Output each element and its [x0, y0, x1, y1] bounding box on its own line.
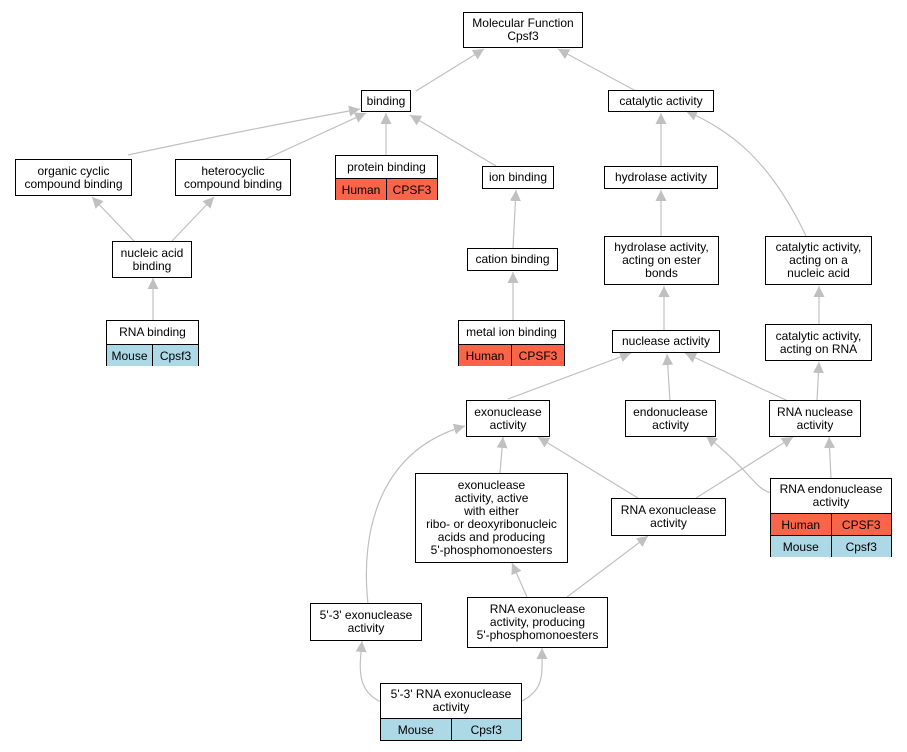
species-cell: Human	[771, 514, 831, 535]
gene-cell: CPSF3	[386, 179, 437, 200]
edge-rnaendo-rnanuclease	[824, 436, 836, 479]
node-endonuclease-activity: endonuclease activity	[625, 400, 716, 437]
gene-cell: CPSF3	[830, 514, 891, 535]
node-catalytic-activity-nucleic-acid: catalytic activity, acting on a nucleic …	[765, 236, 872, 285]
node-binding: binding	[361, 90, 411, 112]
node-label: RNA endonuclease activity	[779, 482, 883, 509]
node-metal-ion-binding: metal ion binding Human CPSF3	[458, 320, 565, 366]
node-cation-binding: cation binding	[467, 248, 558, 271]
node-hydrolase-activity: hydrolase activity	[604, 166, 718, 189]
gene-cell: CPSF3	[511, 345, 564, 366]
node-rna-exonuclease-activity: RNA exonuclease activity	[611, 498, 726, 536]
species-cell: Human	[336, 179, 386, 200]
node-catalytic-activity-rna: catalytic activity, acting on RNA	[765, 324, 872, 361]
annotation-row: Human CPSF3	[459, 344, 564, 366]
annotation-row: Mouse Cpsf3	[771, 535, 891, 557]
annotation-row: Mouse Cpsf3	[107, 344, 198, 366]
edge-catalytic-root	[557, 48, 637, 92]
species-cell: Human	[459, 345, 511, 366]
edge-binding-root	[415, 48, 485, 92]
edge-rnanuclease-nuclease	[684, 352, 789, 402]
edge-rnaexo53-producing	[519, 647, 548, 703]
edge-rnaexo-exonuclease	[537, 436, 639, 499]
node-label: protein binding	[347, 159, 426, 174]
edge-heterocyclic-binding	[265, 112, 367, 160]
edge-nucleic-heterocyclic	[171, 196, 215, 242]
annotation-row: Human CPSF3	[336, 178, 437, 200]
edge-rnaexo53-exo53	[355, 640, 382, 703]
node-rna-exonuclease-producing-5-phosphomonoesters: RNA exonuclease activity, producing 5'-p…	[467, 597, 608, 648]
node-organic-cyclic-compound-binding: organic cyclic compound binding	[15, 159, 132, 196]
node-nucleic-acid-binding: nucleic acid binding	[112, 241, 192, 278]
edge-exo53-exonuclease	[365, 423, 466, 605]
species-cell: Mouse	[107, 345, 152, 366]
edge-either-exonuclease	[496, 436, 508, 474]
gene-cell: Cpsf3	[830, 536, 891, 557]
node-catalytic-activity: catalytic activity	[608, 90, 714, 112]
node-molecular-function-root: Molecular Function Cpsf3	[463, 12, 583, 48]
node-rna-nuclease-activity: RNA nuclease activity	[769, 400, 861, 437]
node-5-3-exonuclease-activity: 5'-3' exonuclease activity	[310, 603, 422, 641]
edge-organic-binding	[127, 105, 361, 156]
edge-endonuclease-nuclease	[662, 353, 674, 402]
node-label: 5'-3' RNA exonuclease activity	[390, 687, 512, 714]
node-exonuclease-activity: exonuclease activity	[466, 400, 550, 437]
node-exonuclease-either-nucleic-acids: exonuclease activity, active with either…	[415, 473, 568, 563]
node-rna-binding: RNA binding Mouse Cpsf3	[106, 320, 199, 366]
species-cell: Mouse	[381, 719, 451, 740]
edge-exonuclease-nuclease	[507, 351, 632, 400]
edge-nucleic-organic	[91, 196, 135, 242]
node-label: metal ion binding	[466, 325, 557, 339]
edge-producing-rnaexo	[566, 535, 649, 598]
node-nuclease-activity: nuclease activity	[612, 330, 720, 353]
gene-cell: Cpsf3	[450, 719, 521, 740]
species-cell: Mouse	[771, 536, 831, 557]
edge-ion-binding	[409, 114, 497, 167]
edge-rnanuclease-catrna	[812, 361, 824, 402]
edge-rnaendo-endonuclease	[705, 435, 773, 494]
node-ion-binding: ion binding	[482, 166, 554, 189]
node-hydrolase-activity-ester-bonds: hydrolase activity, acting on ester bond…	[604, 236, 719, 285]
edge-producing-either	[511, 562, 528, 598]
gene-cell: Cpsf3	[152, 345, 198, 366]
edge-rnaexo-rnanuclease	[695, 436, 794, 499]
annotation-row: Human CPSF3	[771, 513, 891, 535]
node-rna-endonuclease-activity: RNA endonuclease activity Human CPSF3 Mo…	[770, 478, 892, 557]
node-label: RNA binding	[119, 325, 186, 339]
node-protein-binding: protein binding Human CPSF3	[335, 155, 438, 200]
annotation-row: Mouse Cpsf3	[381, 718, 521, 740]
edge-catnucleic-catalytic	[685, 110, 807, 237]
node-5-3-rna-exonuclease-activity: 5'-3' RNA exonuclease activity Mouse Cps…	[380, 683, 522, 741]
edge-cation-ion	[509, 189, 521, 249]
node-heterocyclic-compound-binding: heterocyclic compound binding	[175, 159, 291, 196]
